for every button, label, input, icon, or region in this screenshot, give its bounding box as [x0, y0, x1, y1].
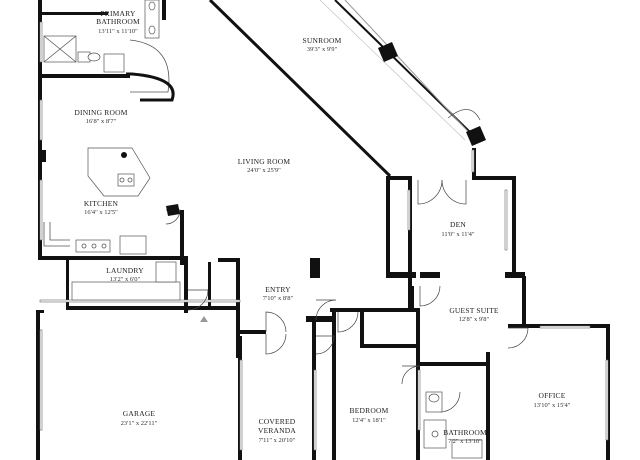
room-living-room: LIVING ROOM 24'0" x 25'9" — [238, 157, 291, 174]
room-dims: 13'2" x 6'0" — [110, 276, 141, 283]
room-dims: 13'11" x 11'10" — [98, 28, 138, 35]
room-dims: 11'0" x 11'4" — [441, 231, 475, 238]
room-primary-bathroom: PRIMARY BATHROOM 13'11" x 11'10" — [96, 9, 140, 35]
room-name: GARAGE — [123, 409, 156, 418]
room-name: SUNROOM — [303, 36, 342, 45]
room-dims: 13'10" x 15'4" — [534, 402, 571, 409]
room-name: OFFICE — [538, 391, 565, 400]
room-name: KITCHEN — [84, 199, 119, 208]
room-dims: 12'4" x 18'1" — [352, 417, 386, 424]
room-name: GUEST SUITE — [449, 306, 499, 315]
room-name: LAUNDRY — [106, 266, 144, 275]
room-entry: ENTRY 7'10" x 8'8" — [263, 285, 294, 302]
room-name: DINING ROOM — [74, 108, 127, 117]
room-name: PRIMARY — [100, 9, 136, 18]
room-dims: 7'2" x 13'10" — [448, 438, 482, 445]
room-name: ENTRY — [265, 285, 291, 294]
room-dims: 16'8" x 8'7" — [86, 118, 117, 125]
room-dims: 7'11" x 20'10" — [259, 437, 296, 444]
room-dims: 23'1" x 22'11" — [121, 420, 158, 427]
windows — [39, 21, 609, 451]
room-dims: 16'4" x 12'5" — [84, 209, 118, 216]
room-dims: 39'3" x 9'9" — [307, 46, 338, 53]
room-laundry: LAUNDRY 13'2" x 6'0" — [106, 266, 144, 283]
room-office: OFFICE 13'10" x 15'4" — [534, 391, 571, 409]
room-name: BEDROOM — [350, 406, 389, 415]
room-bathroom: BATHROOM 7'2" x 13'10" — [443, 428, 487, 445]
room-name: BATHROOM — [96, 17, 140, 26]
room-sunroom: SUNROOM 39'3" x 9'9" — [303, 36, 342, 53]
room-garage: GARAGE 23'1" x 22'11" — [121, 409, 158, 427]
room-dining-room: DINING ROOM 16'8" x 8'7" — [74, 108, 127, 125]
room-name: BATHROOM — [443, 428, 487, 437]
room-name: DEN — [450, 220, 466, 229]
room-den: DEN 11'0" x 11'4" — [441, 220, 475, 238]
room-name: LIVING ROOM — [238, 157, 291, 166]
room-dims: 7'10" x 8'8" — [263, 295, 294, 302]
room-dims: 12'8" x 9'8" — [459, 316, 490, 323]
doors — [165, 179, 529, 413]
room-dims: 24'0" x 25'9" — [247, 167, 281, 174]
room-name: COVERED — [259, 417, 296, 426]
fixtures — [43, 0, 483, 459]
room-kitchen: KITCHEN 16'4" x 12'5" — [84, 199, 119, 216]
room-name: VERANDA — [258, 426, 296, 435]
room-bedroom: BEDROOM 12'4" x 18'1" — [350, 406, 389, 424]
room-covered-veranda: COVERED VERANDA 7'11" x 20'10" — [258, 417, 296, 444]
room-guest-suite: GUEST SUITE 12'8" x 9'8" — [449, 306, 499, 323]
